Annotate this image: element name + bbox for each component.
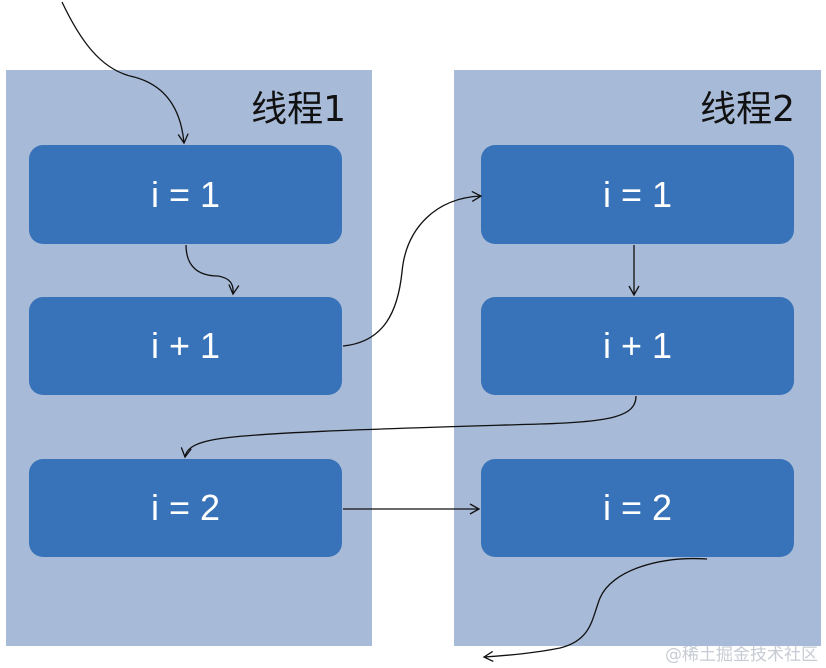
watermark: @稀土掘金技术社区 xyxy=(665,645,818,665)
thread-1-to-thread-2-arrow xyxy=(342,190,483,347)
thread-1-step-assign-2: i = 2 xyxy=(29,459,342,557)
thread-2-title: 线程2 xyxy=(700,89,795,130)
thread-1-step-increment: i + 1 xyxy=(29,297,342,395)
thread-2-step-assign-2: i = 2 xyxy=(481,459,794,557)
thread-1-title: 线程1 xyxy=(251,89,346,130)
thread-1-assign-to-increment-arrow xyxy=(185,244,240,296)
exit-arrow xyxy=(482,557,708,663)
thread-2-to-thread-1-arrow xyxy=(180,395,637,459)
entry-arrow xyxy=(61,1,189,145)
thread-2-step-increment: i + 1 xyxy=(481,297,794,395)
thread-2-step-assign-1: i = 1 xyxy=(481,145,794,244)
thread-1-step-assign-1: i = 1 xyxy=(29,145,342,244)
